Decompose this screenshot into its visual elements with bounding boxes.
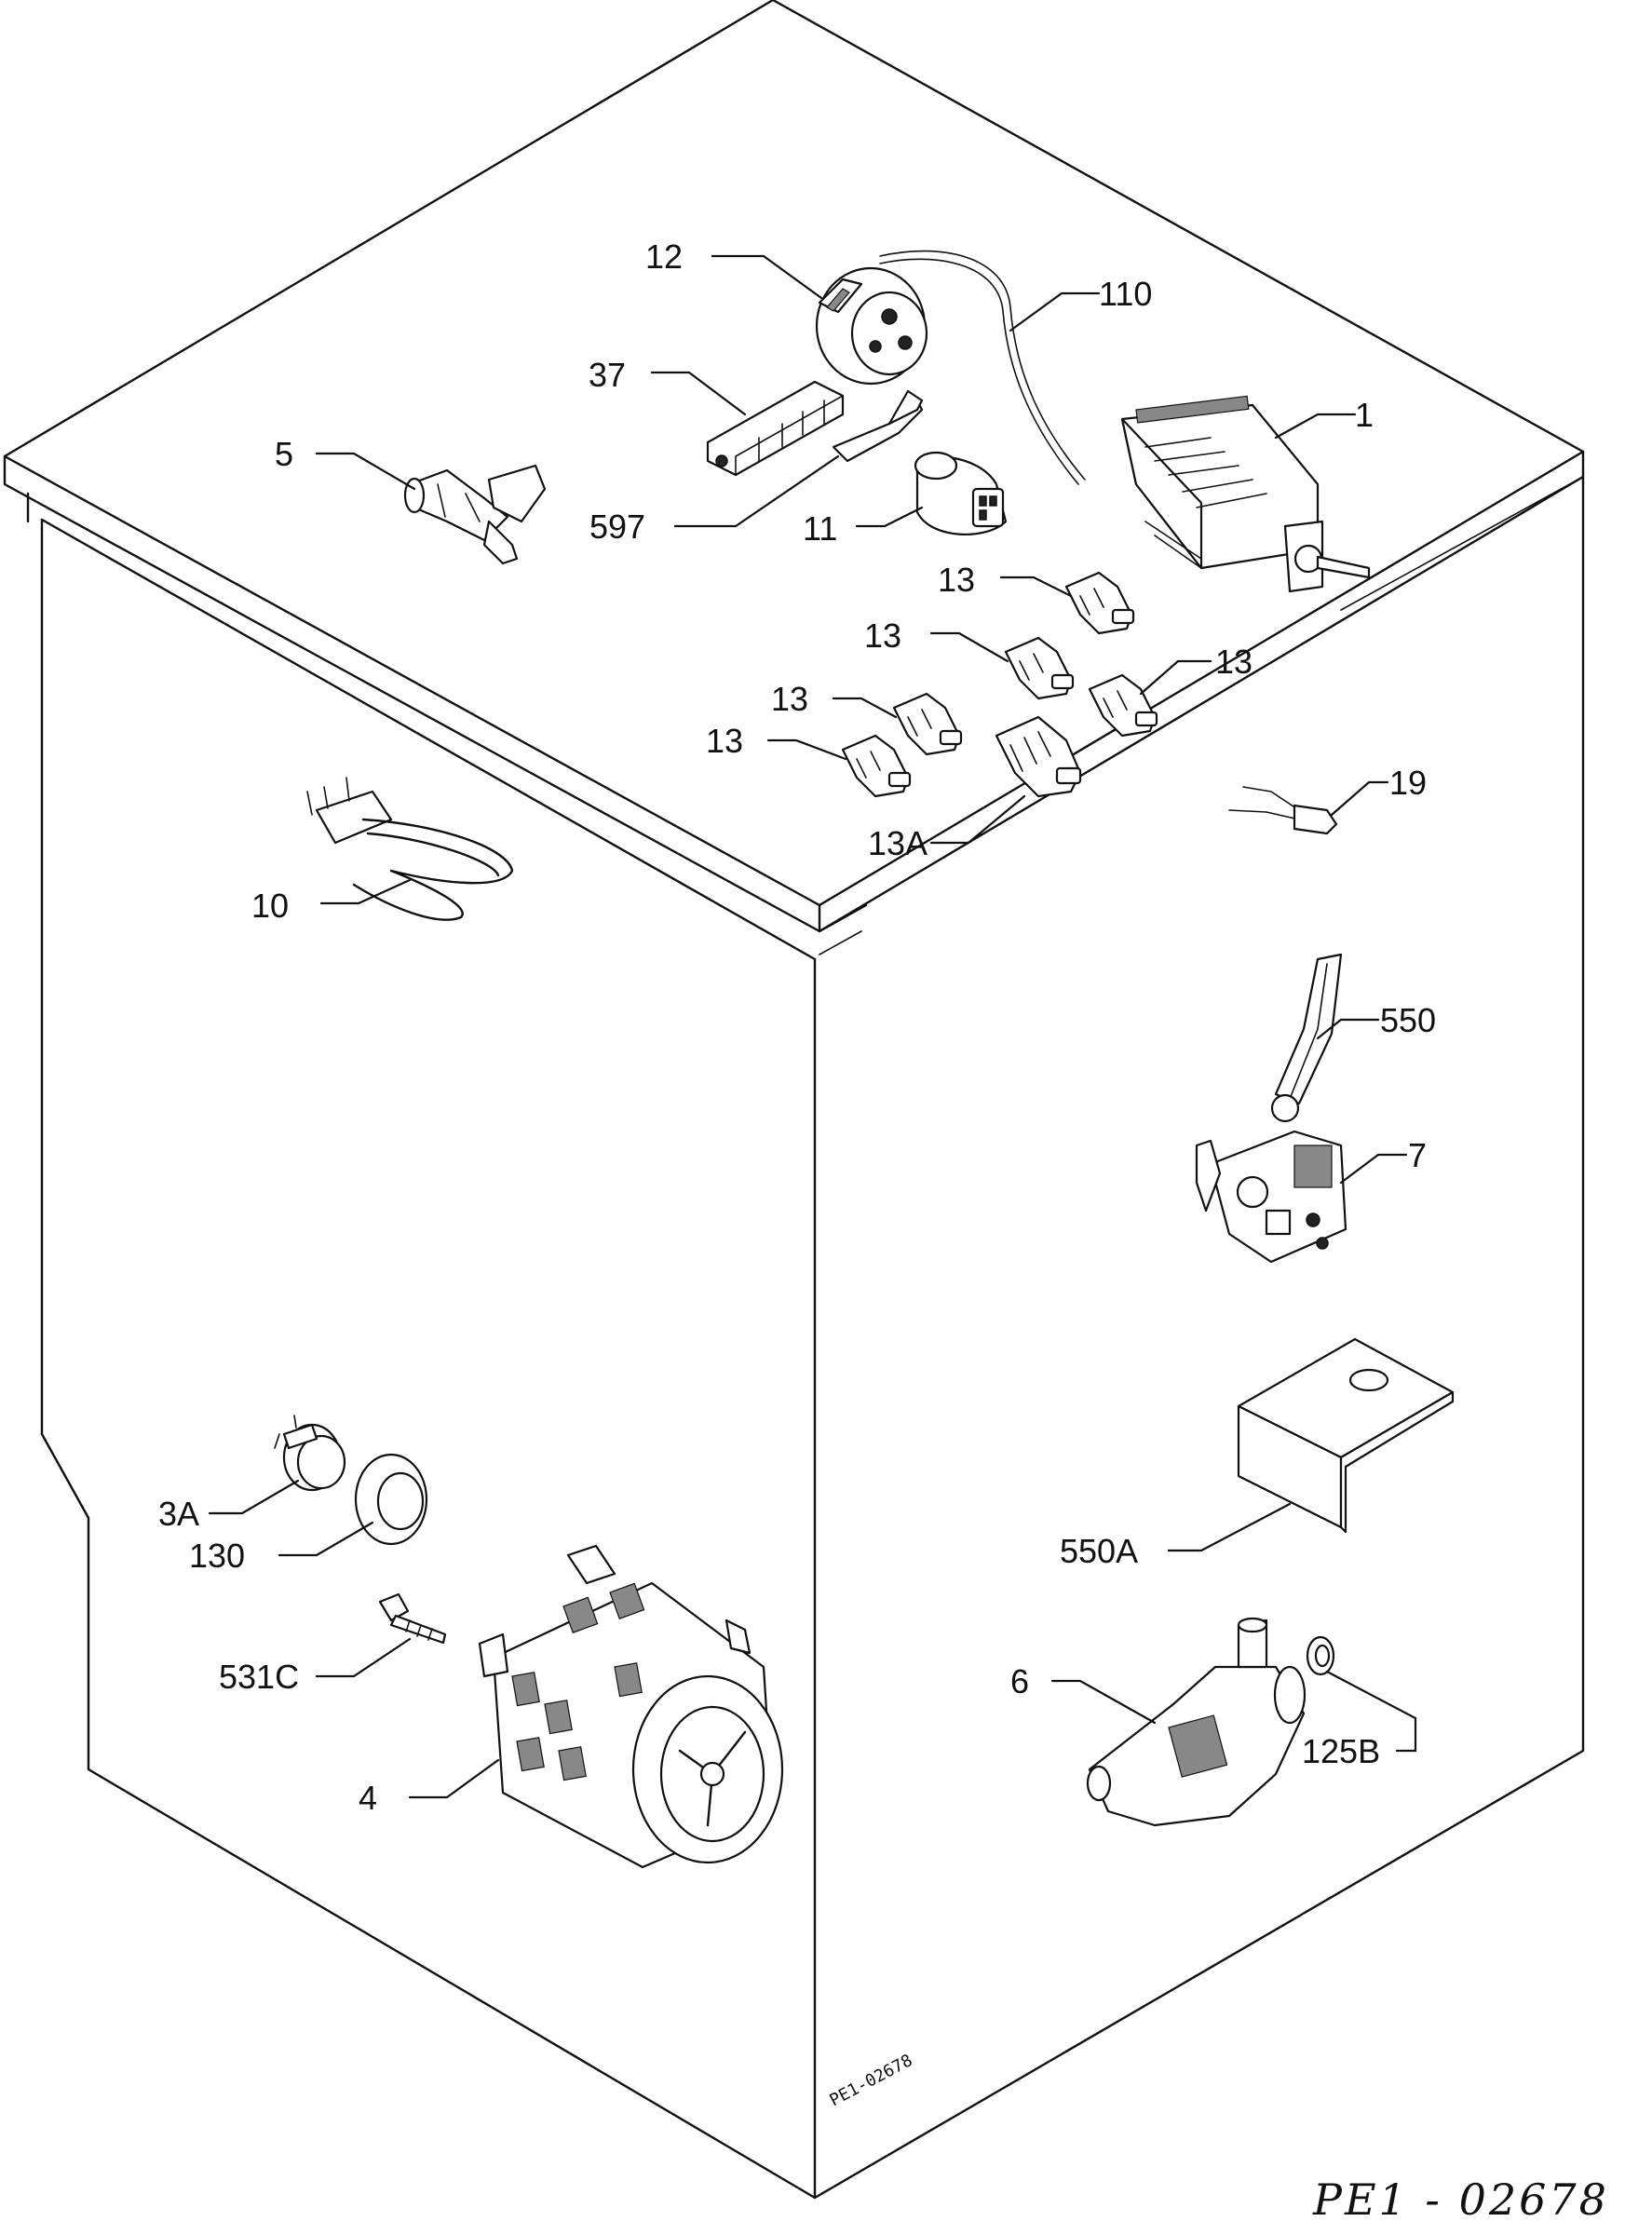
- inlet-valve-part-5: [403, 464, 547, 565]
- sensor-part-19: [1228, 786, 1338, 835]
- label-19: 19: [1389, 764, 1427, 802]
- cabinet-outline: [3, 0, 1585, 2200]
- label-10: 10: [251, 887, 289, 925]
- label-13-c: 13: [1215, 643, 1253, 681]
- screw-part-531C: [378, 1592, 447, 1645]
- gasket-part-130: [354, 1453, 428, 1546]
- drawing-code: PE1 - 02678: [1312, 2174, 1609, 2225]
- lever-part-550: [1270, 953, 1343, 1123]
- connector-part-13-d: [892, 692, 963, 756]
- connector-part-13-b: [1004, 636, 1075, 700]
- label-13-d: 13: [771, 680, 808, 718]
- door-lock-part-7: [1195, 1130, 1347, 1264]
- label-550: 550: [1380, 1001, 1436, 1039]
- thermostat-part-3A: [274, 1415, 346, 1492]
- label-597: 597: [589, 508, 645, 546]
- connector-part-13A: [995, 715, 1082, 798]
- drawing-code-small: PE1-02678: [826, 2051, 915, 2110]
- leader-lines: [208, 254, 1417, 1799]
- programmer-timer-part-1: [1120, 395, 1371, 593]
- connector-part-13-a: [1064, 571, 1135, 635]
- connector-part-13-e: [841, 734, 912, 798]
- pressure-switch-part-12: [815, 266, 928, 386]
- seal-part-125B: [1306, 1635, 1335, 1676]
- label-13-b: 13: [864, 616, 901, 655]
- connector-part-13-c: [1088, 673, 1158, 738]
- bracket-part-597: [832, 389, 924, 463]
- heating-element-part-10: [306, 777, 514, 921]
- hose-part-110: [879, 250, 1086, 485]
- label-11: 11: [803, 509, 837, 548]
- label-6: 6: [1010, 1662, 1029, 1700]
- label-531C: 531C: [219, 1658, 299, 1696]
- terminal-block-part-37: [706, 380, 845, 477]
- label-4: 4: [359, 1779, 377, 1817]
- label-3A: 3A: [158, 1495, 199, 1533]
- label-12: 12: [645, 237, 683, 276]
- part-labels: 12 110 37 1 5 597 11 13 13 13 13 13 13A …: [158, 237, 1436, 1817]
- label-13-e: 13: [706, 722, 743, 760]
- label-130: 130: [189, 1537, 245, 1575]
- label-1: 1: [1355, 396, 1374, 434]
- motor-part-4: [478, 1544, 784, 1869]
- label-5: 5: [275, 435, 293, 473]
- capacitor-part-11: [914, 451, 1008, 535]
- label-13-a: 13: [938, 561, 975, 599]
- label-110: 110: [1099, 275, 1152, 313]
- label-37: 37: [589, 356, 626, 394]
- drain-pump-part-6: [1086, 1617, 1307, 1827]
- label-550A: 550A: [1060, 1532, 1138, 1570]
- bracket-plate-part-550A: [1237, 1337, 1455, 1534]
- label-13A: 13A: [868, 824, 928, 862]
- label-7: 7: [1408, 1136, 1427, 1174]
- label-125B: 125B: [1302, 1732, 1380, 1770]
